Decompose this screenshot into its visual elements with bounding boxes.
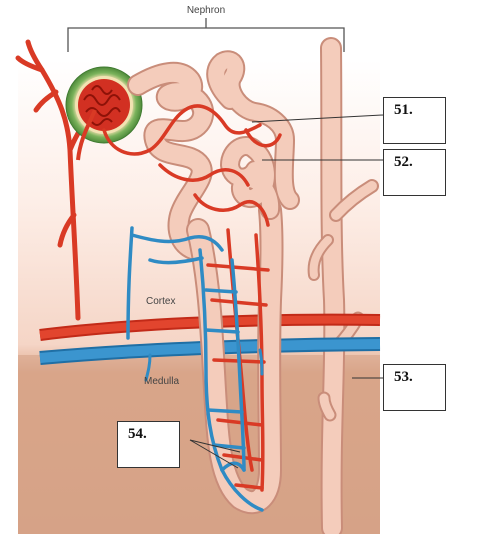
afferent-arteriole [76,109,97,161]
peritubular-venules [126,226,264,512]
leader-lines [189,114,384,469]
answer-box-54[interactable]: 54. [117,421,180,468]
arcuate-vessels [39,313,381,365]
distal-convoluted-tubule [206,50,300,220]
proximal-convoluted-tubule [127,61,215,261]
answer-box-51[interactable]: 51. [383,97,446,144]
glomerular-capsule [65,66,143,144]
diagram-title: Nephron [187,5,225,16]
cortex-label: Cortex [146,296,175,307]
nephron-bracket [67,18,345,52]
medulla-region [18,355,380,534]
venule-branches [144,348,264,382]
answer-box-52[interactable]: 52. [383,149,446,196]
answer-box-53[interactable]: 53. [383,364,446,411]
medulla-label: Medulla [144,376,179,387]
loop-of-henle [186,198,284,515]
